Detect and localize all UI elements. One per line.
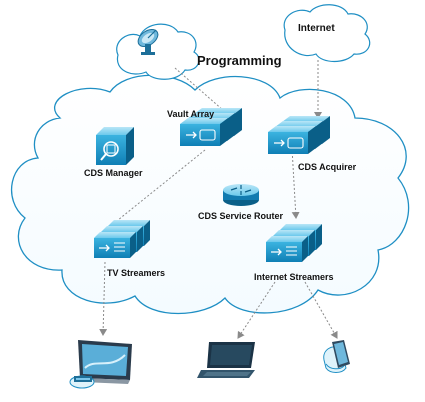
cds-manager-label: CDS Manager bbox=[84, 168, 143, 178]
tv-streamers-label: TV Streamers bbox=[107, 268, 166, 278]
internet-streamers-label: Internet Streamers bbox=[254, 272, 334, 282]
connector-inet-laptop bbox=[237, 281, 276, 339]
connector-satellite-vault bbox=[174, 67, 233, 119]
television-icon bbox=[69, 340, 132, 389]
connector-vault-tvstreamers bbox=[117, 149, 206, 221]
tv-streamers-icon bbox=[94, 220, 150, 258]
router-icon bbox=[223, 184, 259, 206]
connectors bbox=[99, 60, 338, 339]
internet-cloud bbox=[283, 4, 371, 63]
handheld-phone-icon bbox=[323, 340, 350, 373]
internet-streamers-icon bbox=[266, 224, 322, 262]
satellite-dish-icon bbox=[137, 28, 159, 55]
programming-label: Programming bbox=[197, 53, 282, 68]
vault-array-icon bbox=[180, 108, 242, 146]
connector-tv-television bbox=[99, 261, 108, 336]
connector-inet-phone bbox=[304, 281, 338, 339]
vault-array-label: Vault Array bbox=[167, 109, 215, 119]
cds-acquirer-label: CDS Acquirer bbox=[298, 162, 357, 172]
laptop-icon bbox=[197, 342, 255, 378]
internet-label: Internet bbox=[298, 23, 335, 34]
cds-service-router-label: CDS Service Router bbox=[198, 211, 284, 221]
cds-acquirer-icon bbox=[268, 116, 330, 154]
manager-icon bbox=[96, 127, 134, 165]
